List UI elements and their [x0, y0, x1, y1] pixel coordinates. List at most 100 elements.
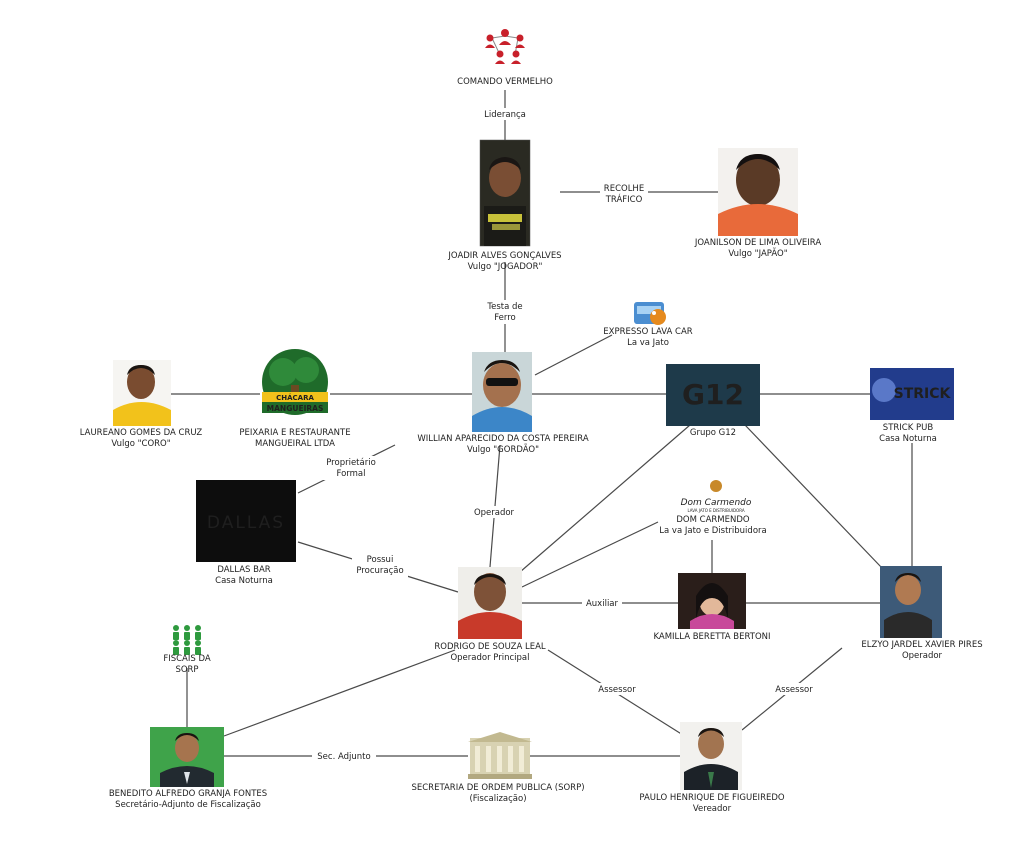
fiscais-line1: FISCAIS DA	[163, 654, 211, 664]
g12-logo-text: G12	[682, 378, 744, 411]
strick-line2: Casa Noturna	[879, 434, 937, 444]
laureano-line2: Vulgo "CORO"	[111, 439, 170, 449]
government-building-icon	[468, 732, 532, 779]
edge-label-possui-line2: Procuração	[356, 566, 403, 576]
peixaria-line2: MANGUEIRAL LTDA	[255, 439, 335, 449]
edge-label-recolhe-line2: TRÁFICO	[605, 193, 643, 205]
edge-label-assessor2-line1: Assessor	[775, 685, 813, 695]
domcarmendo-line1: DOM CARMENDO	[676, 515, 750, 525]
joanilson-line2: Vulgo "JAPÃO"	[728, 248, 787, 259]
car-wash-icon	[634, 302, 666, 325]
node-label-kamilla: KAMILLA BERETTA BERTONI	[653, 632, 770, 642]
sorp-line1: SECRETARIA DE ORDEM PUBLICA (SORP)	[411, 783, 584, 793]
node-g12: G12 Grupo G12	[666, 364, 760, 438]
edge-label-operador: Operador	[474, 508, 515, 518]
edge-label-sec-adjunto: Sec. Adjunto	[317, 752, 370, 762]
node-peixaria: CHÁCARA MANGUEIRAS PEIXARIA E RESTAURANT…	[239, 349, 351, 449]
strick-line1: STRICK PUB	[883, 423, 934, 433]
dallas-logo: DALLAS	[196, 480, 296, 562]
laureano-line1: LAUREANO GOMES DA CRUZ	[80, 428, 203, 438]
node-label-cv: COMANDO VERMELHO	[457, 77, 553, 87]
willian-line1: WILLIAN APARECIDO DA COSTA PEREIRA	[417, 434, 588, 444]
edge-label-sec-adjunto-line1: Sec. Adjunto	[317, 752, 370, 762]
joanilson-photo	[718, 148, 798, 236]
edge-label-testa-line1: Testa de	[486, 302, 522, 312]
people-group-icon	[173, 625, 201, 655]
edge-label-auxiliar: Auxiliar	[586, 599, 619, 609]
node-label-g12: Grupo G12	[690, 428, 736, 438]
laureano-photo	[113, 360, 171, 426]
domcarmendo-logo-line1: Dom Carmendo	[681, 498, 752, 508]
edge-label-proprietario-line2: Formal	[337, 469, 366, 479]
node-kamilla: KAMILLA BERETTA BERTONI	[653, 573, 771, 642]
edge-label-testa-line2: Ferro	[494, 313, 516, 323]
benedito-photo	[150, 727, 224, 787]
edge-label-assessor1-line1: Assessor	[598, 685, 636, 695]
edge-label-proprietario-line1: Proprietário	[326, 458, 376, 468]
edge-g12-rodrigo	[519, 424, 691, 573]
edge-label-operador-line1: Operador	[474, 508, 515, 518]
dallas-line1: DALLAS BAR	[217, 565, 270, 575]
node-sorp: SECRETARIA DE ORDEM PUBLICA (SORP)(Fisca…	[411, 732, 585, 804]
edge-label-assessor-elzyo: Assessor	[775, 685, 813, 695]
elzyo-line2: Operador	[902, 651, 943, 661]
paulo-photo	[680, 722, 742, 790]
edge-label-auxiliar-line1: Auxiliar	[586, 599, 619, 609]
fiscais-line2: SORP	[175, 665, 198, 675]
edge-g12-elzyo	[744, 424, 883, 569]
willian-photo	[472, 352, 532, 432]
g12-logo: G12	[666, 364, 760, 426]
joadir-line2: Vulgo "JOGADOR"	[468, 262, 543, 272]
strick-photo: STRICK	[870, 368, 954, 420]
edge-label-possui-line1: Possui	[367, 555, 394, 565]
node-comando-vermelho: COMANDO VERMELHO	[457, 29, 553, 87]
edge-label-recolhe-line1: RECOLHE	[604, 184, 644, 194]
rodrigo-line2: Operador Principal	[450, 653, 529, 663]
joanilson-line1: JOANILSON DE LIMA OLIVEIRA	[694, 238, 822, 248]
paulo-line1: PAULO HENRIQUE DE FIGUEIREDO	[639, 793, 784, 803]
peixaria-line1: PEIXARIA E RESTAURANTE	[239, 428, 350, 438]
edge-label-assessor-rodrigo: Assessor	[598, 685, 636, 695]
peixaria-logo-line1: CHÁCARA	[276, 393, 314, 402]
paulo-line2: Vereador	[693, 804, 732, 814]
elzyo-photo	[880, 566, 942, 638]
dallas-line2: Casa Noturna	[215, 576, 273, 586]
edge-willian-expresso	[534, 334, 613, 376]
domcarmendo-logo-line2: LAVA JATO E DISTRIBUIDORA	[687, 508, 744, 513]
cv-line1: COMANDO VERMELHO	[457, 77, 553, 87]
edge-rodrigo-benedito	[223, 649, 456, 737]
peixaria-logo-line2: MANGUEIRAS	[267, 404, 324, 413]
peixaria-logo: CHÁCARA MANGUEIRAS	[262, 349, 328, 415]
benedito-line1: BENEDITO ALFREDO GRANJA FONTES	[109, 789, 267, 799]
sorp-line2: (Fiscalização)	[469, 794, 526, 804]
benedito-line2: Secretário-Adjunto de Fiscalização	[115, 800, 261, 810]
edge-label-lideranca: Liderança	[484, 110, 526, 120]
